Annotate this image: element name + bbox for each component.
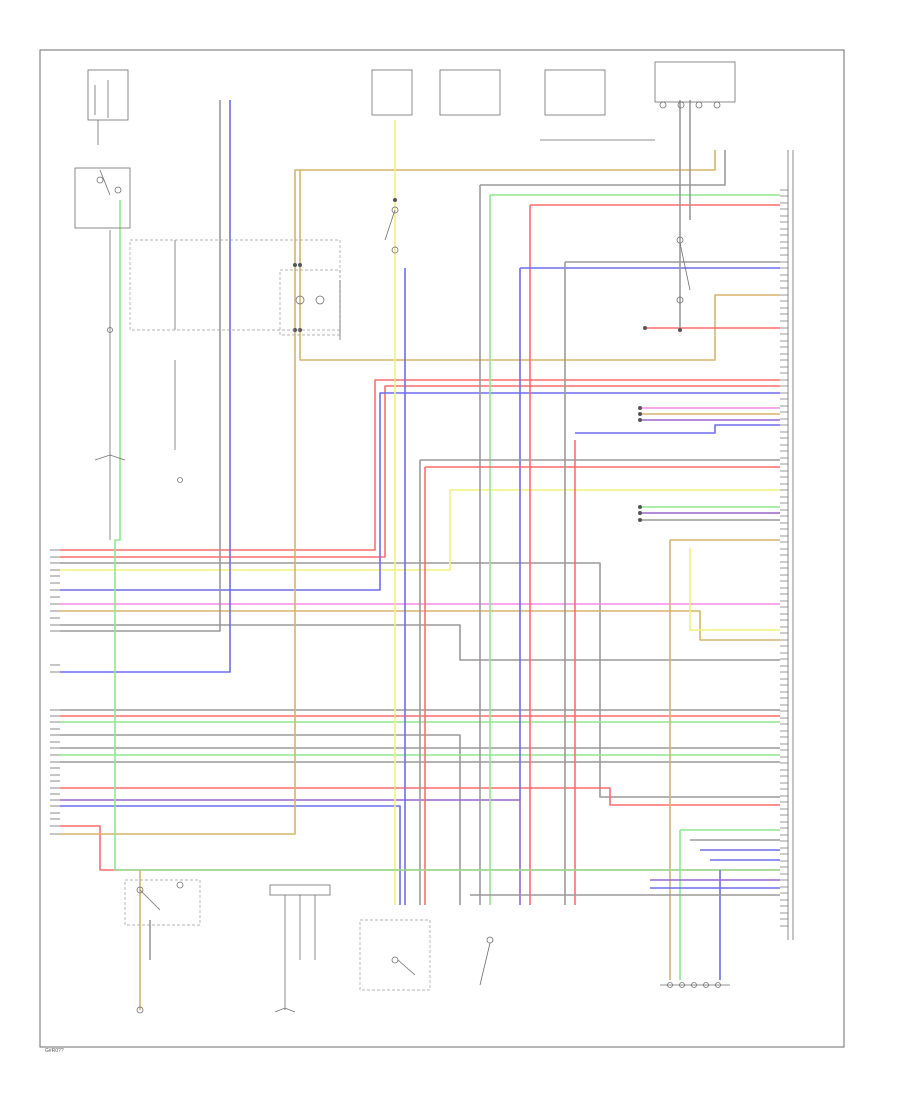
wire-gray (60, 562, 780, 798)
splice-point (638, 505, 642, 509)
diagram-frame (39, 49, 845, 1048)
splice-point (638, 511, 642, 515)
sensor-bottom-right (660, 982, 730, 988)
wire-green (114, 200, 780, 871)
splice-point (638, 412, 642, 416)
switch-bottom-left (124, 879, 201, 1014)
splice-point (638, 406, 642, 410)
relay-center (279, 269, 341, 340)
wire-blue (575, 424, 780, 434)
wire-tan (299, 170, 780, 361)
footer-code: G#R0?? (45, 1048, 64, 1054)
splice-point (393, 198, 397, 202)
wire-gray (480, 150, 726, 186)
wire-gray (60, 734, 461, 905)
switch-upper-center (384, 206, 399, 254)
fuse-block-top-left (87, 69, 129, 145)
splice-point (638, 518, 642, 522)
wire-red (60, 379, 780, 551)
module-connector-top-center (371, 61, 736, 141)
wire-purple (60, 799, 521, 905)
wire-gray (60, 624, 780, 661)
wire-gray (60, 100, 221, 632)
ground-left-circuit (94, 230, 341, 540)
relay-switch-left (74, 167, 131, 229)
splice-point (638, 418, 642, 422)
left-connector-pins (50, 549, 60, 835)
splice-point (293, 263, 297, 267)
switch-bottom-center (359, 919, 494, 991)
wire-tan (60, 610, 780, 641)
wire-red (60, 385, 780, 558)
ecm-pin-strip (780, 189, 788, 927)
wire-yellow (60, 489, 780, 571)
wire-red (60, 787, 780, 806)
wire-yellow (689, 548, 780, 631)
wire-blue (60, 805, 401, 905)
splice-point (678, 328, 682, 332)
wire-tan (60, 150, 716, 835)
wire-blue (60, 100, 231, 673)
engine-control-module-connector (787, 150, 794, 940)
splice-point (643, 326, 647, 330)
wire-layer (60, 100, 780, 1010)
splice-point (298, 263, 302, 267)
switch-right-upper (676, 236, 691, 304)
ground-block-bottom (269, 884, 331, 1013)
